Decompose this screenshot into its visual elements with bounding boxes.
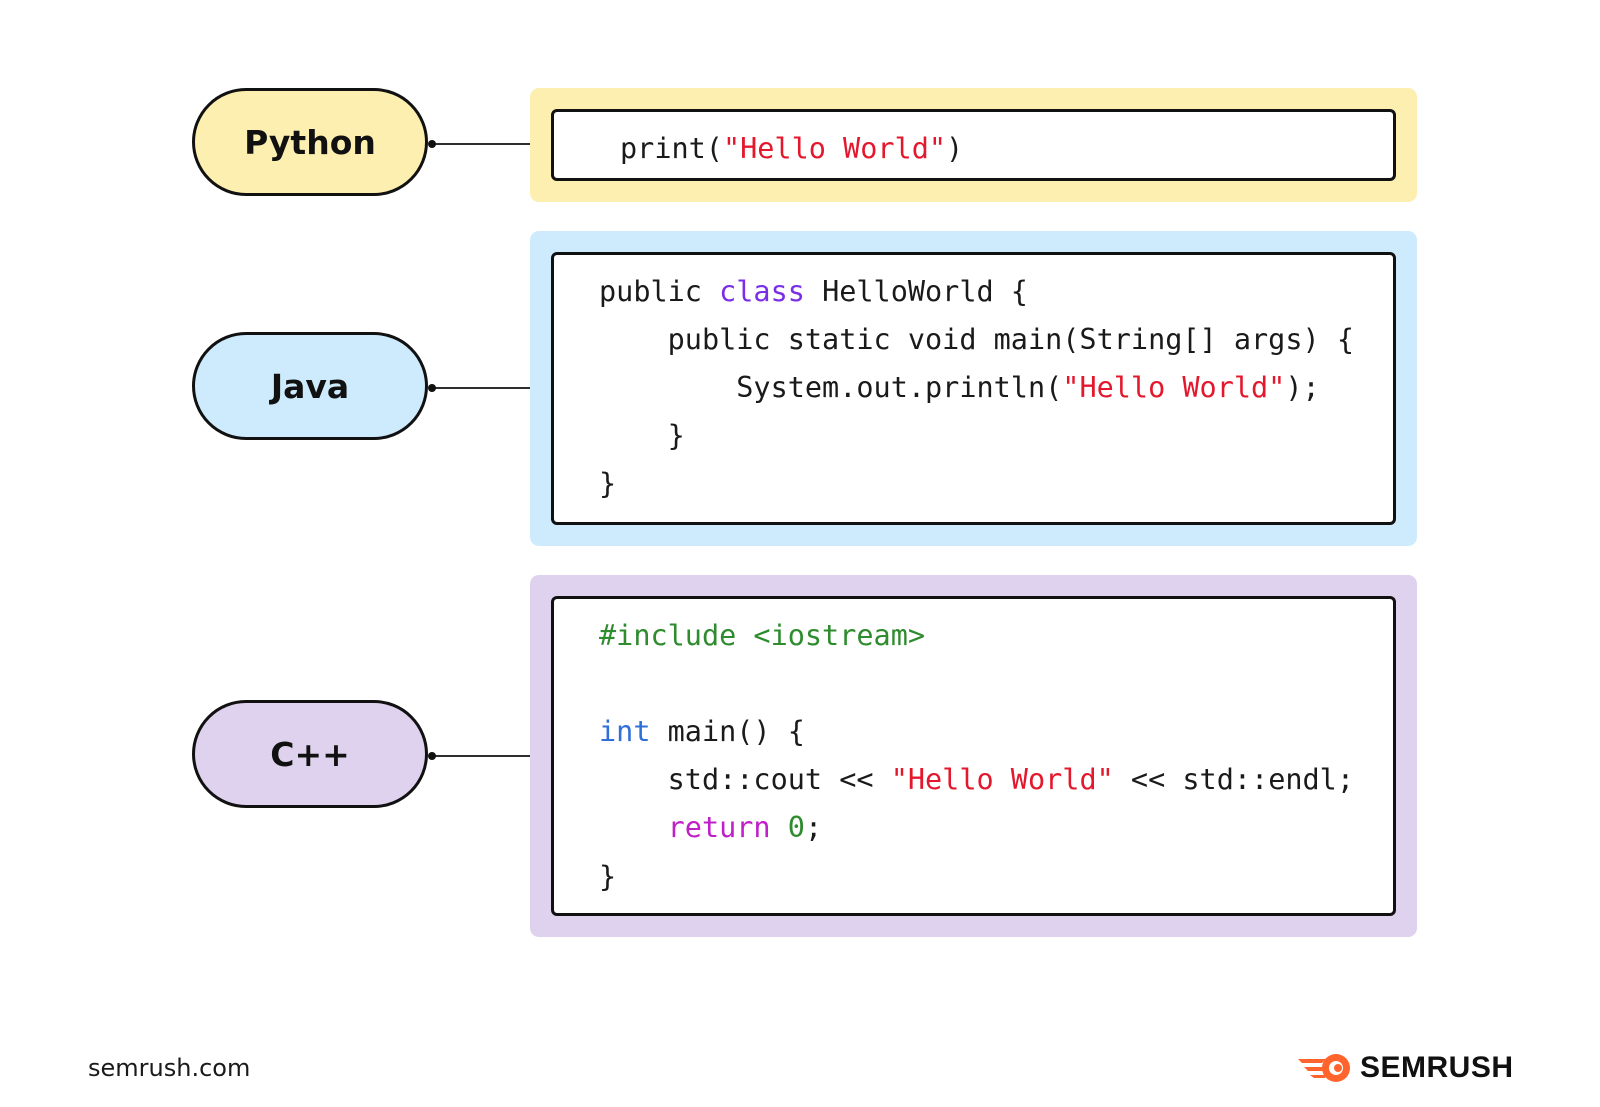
code-token: "Hello World" (890, 763, 1114, 796)
code-token: #include <iostream> (599, 619, 926, 652)
code-token: } (599, 419, 685, 452)
code-token: << std::endl; (1113, 763, 1354, 796)
semrush-fireball-icon (1298, 1054, 1350, 1082)
java-code-line-5: } (599, 467, 616, 501)
cpp-code-line-4: std::cout << "Hello World" << std::endl; (599, 763, 1354, 797)
cpp-code-panel: #include <iostream> int main() { std::co… (530, 575, 1417, 937)
cpp-code-line-5: return 0; (599, 811, 822, 845)
semrush-wordmark: SEMRUSH (1360, 1051, 1514, 1084)
footer-domain: semrush.com (88, 1054, 251, 1082)
java-code-box: public class HelloWorld { public static … (551, 252, 1396, 525)
code-token: ); (1285, 371, 1320, 404)
code-token (771, 811, 788, 844)
cpp-code-line-6: } (599, 860, 616, 894)
code-token: class (719, 275, 805, 308)
code-token: print( (620, 132, 723, 165)
java-node: Java (192, 332, 428, 440)
java-code-line-1: public class HelloWorld { (599, 275, 1028, 309)
code-token: 0 (787, 811, 805, 844)
code-token: } (599, 467, 617, 500)
code-token: ) (946, 132, 964, 165)
code-token: public (599, 275, 720, 308)
code-token: HelloWorld { (804, 275, 1028, 308)
code-token: } (599, 860, 617, 893)
java-code-line-2: public static void main(String[] args) { (599, 323, 1354, 357)
code-token (599, 811, 668, 844)
code-token: public static void main(String[] args) { (599, 323, 1354, 356)
python-code-panel: print("Hello World") (530, 88, 1417, 202)
java-code-line-4: } (599, 419, 685, 453)
python-node: Python (192, 88, 428, 196)
semrush-logo: SEMRUSH (1296, 1048, 1514, 1088)
java-code-line-3: System.out.println("Hello World"); (599, 371, 1320, 405)
code-token: "Hello World" (722, 132, 947, 165)
code-token: std::cout << (599, 763, 891, 796)
java-code-panel: public class HelloWorld { public static … (530, 231, 1417, 546)
python-code-line-1: print("Hello World") (620, 132, 963, 166)
code-token: "Hello World" (1062, 371, 1286, 404)
code-token: main() { (650, 715, 805, 748)
code-token: ; (804, 811, 823, 844)
python-code-box: print("Hello World") (551, 109, 1396, 181)
code-token: int (599, 715, 651, 748)
code-token: System.out.println( (599, 371, 1063, 404)
cpp-code-line-3: int main() { (599, 715, 805, 749)
cpp-node: C++ (192, 700, 428, 808)
cpp-code-line-1: #include <iostream> (599, 619, 925, 653)
code-token: return (667, 811, 771, 844)
cpp-code-box: #include <iostream> int main() { std::co… (551, 596, 1396, 916)
